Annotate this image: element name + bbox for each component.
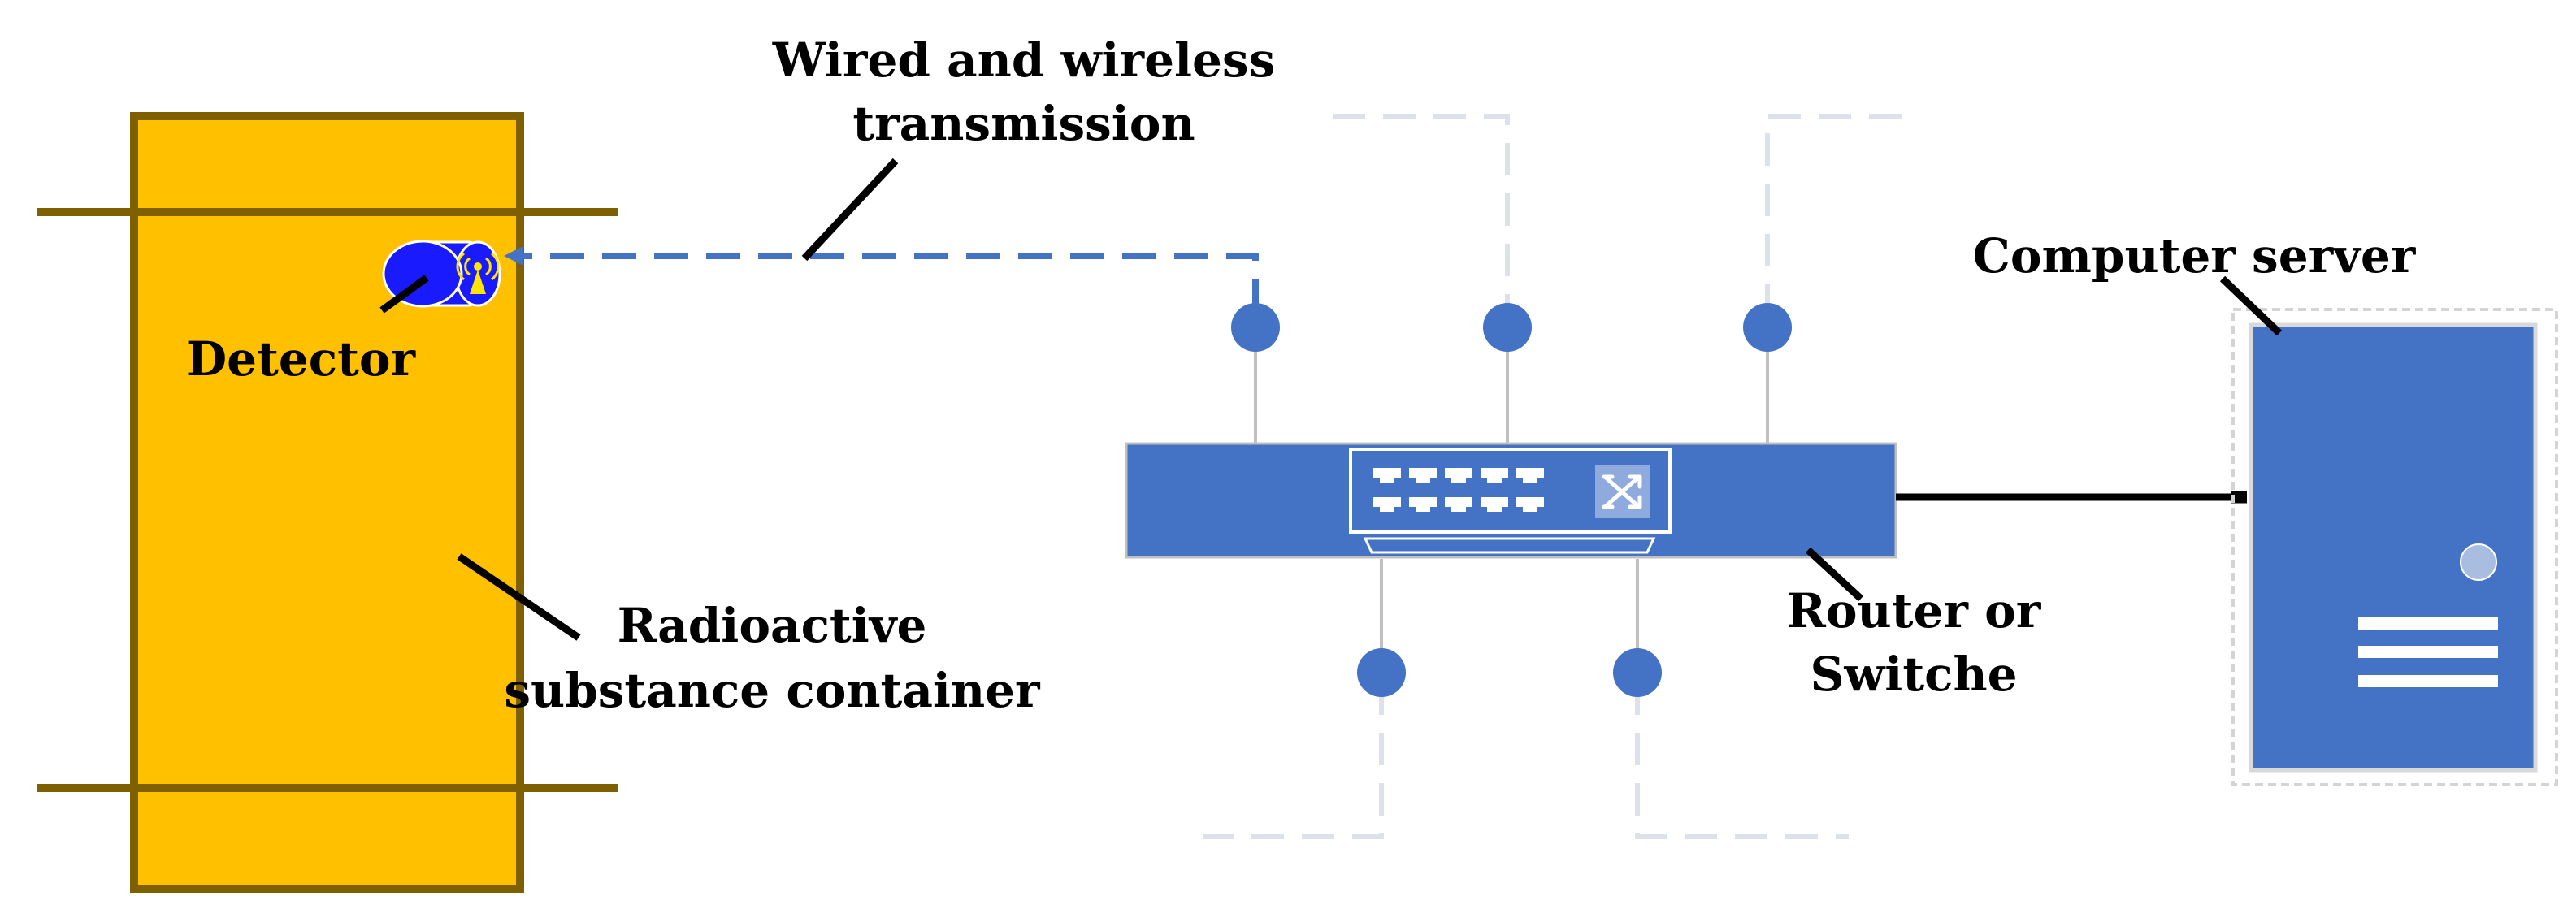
switch-arrows-icon	[1595, 465, 1650, 518]
leader-server	[2219, 275, 2283, 336]
server-vent-line	[2358, 646, 2498, 658]
network-node-icon	[1613, 648, 1662, 697]
leader-detector	[379, 275, 429, 314]
ethernet-port-icon	[1373, 497, 1401, 512]
router-label-line1: Router or	[1787, 583, 2042, 638]
ethernet-port-icon	[1516, 468, 1544, 483]
leader-container	[457, 553, 581, 641]
switch-base	[1363, 537, 1656, 554]
server-power-button-icon	[2460, 543, 2497, 581]
computer-server	[2231, 308, 2558, 786]
transmission-dashed-line	[520, 253, 1259, 313]
transmission-link	[504, 246, 1259, 313]
server-vent-line	[2358, 617, 2498, 630]
network-node-icon	[1743, 303, 1792, 352]
ethernet-port-icon	[1516, 497, 1544, 512]
network-nodes	[1231, 303, 1792, 697]
ethernet-port-icon	[1481, 497, 1508, 512]
radioactive-container	[37, 112, 618, 893]
container-body	[130, 112, 524, 893]
transmission-arrowhead	[504, 246, 523, 266]
dashed-link-top-middle	[1333, 114, 1510, 315]
ethernet-port-icon	[1409, 468, 1437, 483]
server-label: Computer server	[1973, 228, 2417, 284]
leader-router	[1805, 547, 1864, 602]
ethernet-port-icon	[1373, 468, 1544, 512]
network-node-icon	[1357, 648, 1406, 697]
network-node-icon	[1483, 303, 1532, 352]
leader-transmission	[801, 158, 899, 262]
text-labels: Wired and wireless transmission Detector…	[186, 32, 2417, 718]
network-node-icon	[1231, 303, 1280, 352]
leader-lines	[379, 158, 2283, 641]
ethernet-port-icon	[1445, 468, 1472, 483]
ethernet-port-icon	[1373, 468, 1401, 483]
server-vent-line	[2358, 675, 2498, 687]
server-body	[2249, 322, 2538, 773]
background-dashed-links	[1203, 114, 1902, 839]
router-switch	[1125, 442, 1897, 559]
ethernet-port-icon	[1409, 497, 1437, 512]
detector-label: Detector	[186, 331, 417, 387]
container-label-line2: substance container	[504, 663, 1041, 718]
router-label-line2: Switche	[1810, 647, 2017, 702]
container-label-line1: Radioactive	[618, 598, 927, 653]
ethernet-port-icon	[1445, 497, 1472, 512]
dashed-link-bottom-right	[1635, 682, 1849, 839]
transmission-label-line1: Wired and wireless	[772, 32, 1276, 88]
wireless-detector-icon	[382, 240, 501, 308]
server-outline	[2231, 308, 2558, 786]
dashed-link-bottom-left	[1203, 682, 1384, 839]
ethernet-port-icon	[1481, 468, 1508, 483]
dashed-link-top-right	[1765, 114, 1902, 315]
transmission-label-line2: transmission	[852, 96, 1195, 151]
